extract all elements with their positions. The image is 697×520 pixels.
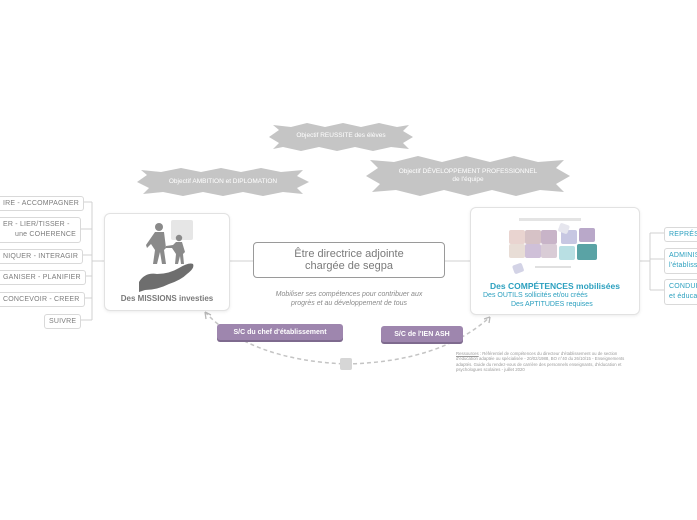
competences-aptitudes: Des APTITUDES requises — [511, 301, 593, 308]
ien-ash-tag[interactable]: S/C de l'IEN ASH — [381, 326, 463, 342]
competences-card[interactable]: Des COMPÉTENCES mobilisées Des OUTILS so… — [470, 207, 640, 315]
mission-item-accompagner[interactable]: IRE - ACCOMPAGNER — [0, 196, 85, 211]
missions-card[interactable]: Des MISSIONS investies — [104, 213, 230, 311]
competence-item-conduire-line2: et éduca — [669, 293, 697, 300]
objective-developpement-line1: Objectif DÉVELOPPEMENT PROFESSIONNEL — [398, 168, 538, 175]
competence-item-conduire[interactable]: CONDUI et éduca — [664, 279, 697, 305]
competence-item-conduire-line1: CONDUI — [669, 283, 697, 290]
central-topic-line2: chargée de segpa — [304, 260, 394, 272]
missions-title: Des MISSIONS investies — [120, 294, 214, 303]
reference-text: : Référentiel de compétences du directeu… — [456, 351, 625, 373]
mission-item-lier-tisser[interactable]: ER - LIER/TISSER - une COHERENCE — [0, 217, 81, 243]
competence-item-representer[interactable]: REPRÉSE — [664, 227, 697, 242]
central-subtitle: Mobiliser ses compétences pour contribue… — [254, 290, 444, 308]
hand-family-illustration — [139, 220, 194, 292]
mission-item-planifier[interactable]: GANISER - PLANIFIER — [0, 270, 86, 285]
mission-item-lier-line2: une COHERENCE — [15, 231, 76, 238]
objective-burst-reussite — [269, 123, 413, 151]
objective-burst-developpement — [366, 156, 570, 196]
mission-item-suivre[interactable]: SUIVRE — [44, 314, 82, 329]
objective-developpement-label: Objectif DÉVELOPPEMENT PROFESSIONNEL de … — [366, 168, 570, 184]
central-subtitle-line1: Mobiliser ses compétences pour contribue… — [275, 291, 423, 298]
mission-item-interagir[interactable]: NIQUER - INTERAGIR — [0, 249, 84, 264]
objective-ambition-label: Objectif AMBITION et DIPLOMATION — [168, 178, 278, 185]
competence-item-administrer-line1: ADMINIS — [669, 252, 697, 259]
competences-title: Des COMPÉTENCES mobilisées — [490, 281, 620, 291]
competence-item-administrer-line2: l'établiss — [669, 262, 697, 269]
central-subtitle-line2: progrès et au développement de tous — [291, 300, 407, 307]
chef-etablissement-tag[interactable]: S/C du chef d'établissement — [217, 324, 343, 340]
objective-burst-ambition — [137, 168, 309, 196]
competences-outils: Des OUTILS sollicités et/ou créés — [483, 292, 588, 299]
reference-note: Ressources : Référentiel de compétences … — [456, 351, 634, 373]
objective-reussite-label: Objectif REUSSITE des élèves — [296, 132, 386, 139]
competence-item-administrer[interactable]: ADMINIS l'établiss — [664, 248, 697, 274]
reference-label: Ressources — [456, 351, 479, 356]
mission-item-creer[interactable]: CONCEVOIR - CREER — [0, 292, 85, 307]
mission-item-lier-line1: ER - LIER/TISSER - — [3, 221, 70, 228]
objective-developpement-line2: de l'équipe — [452, 176, 484, 183]
central-topic[interactable]: Être directrice adjointe chargée de segp… — [253, 242, 445, 278]
puzzle-illustration — [509, 218, 597, 274]
central-topic-line1: Être directrice adjointe — [294, 248, 404, 260]
